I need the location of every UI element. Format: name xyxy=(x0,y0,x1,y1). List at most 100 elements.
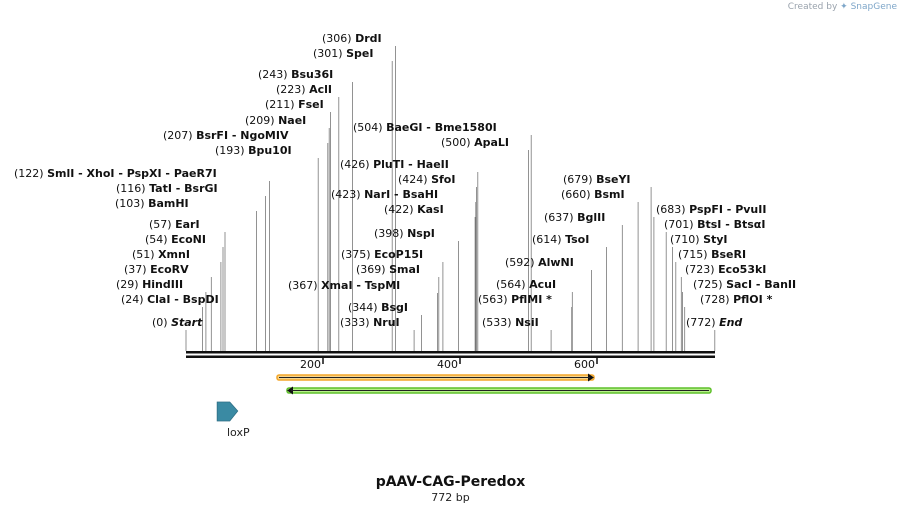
site-label-econi[interactable]: (54) EcoNI xyxy=(145,233,206,246)
site-label-styi[interactable]: (710) StyI xyxy=(670,233,728,246)
site-position: (723) xyxy=(685,263,718,276)
site-label-bsrfi[interactable]: (207) BsrFI - NgoMIV xyxy=(163,129,289,142)
site-position: (207) xyxy=(163,129,196,142)
site-label-bsgi[interactable]: (344) BsgI xyxy=(348,301,408,314)
site-label-naei[interactable]: (209) NaeI xyxy=(245,114,306,127)
site-position: (398) xyxy=(374,227,407,240)
features xyxy=(216,373,712,422)
site-name: Bpu10I xyxy=(248,144,292,157)
site-label-saci[interactable]: (725) SacI - BanII xyxy=(693,278,796,291)
site-label-ecop15i[interactable]: (375) EcoP15I xyxy=(341,248,423,261)
site-label-spei[interactable]: (301) SpeI xyxy=(313,47,373,60)
site-label-end[interactable]: (772) End xyxy=(686,316,742,329)
site-label-tati[interactable]: (116) TatI - BsrGI xyxy=(116,182,218,195)
site-position: (563) xyxy=(478,293,511,306)
site-name: End xyxy=(719,316,742,329)
feature-label-loxp[interactable]: loxP xyxy=(227,426,250,439)
site-label-nsii[interactable]: (533) NsiI xyxy=(482,316,539,329)
site-label-smai[interactable]: (369) SmaI xyxy=(356,263,420,276)
tick-label: 400 xyxy=(437,358,458,371)
site-label-nspi[interactable]: (398) NspI xyxy=(374,227,435,240)
site-position: (660) xyxy=(561,188,594,201)
site-label-bseri[interactable]: (715) BseRI xyxy=(678,248,746,261)
reverse-arrowhead-icon xyxy=(287,386,293,395)
site-name: AclI xyxy=(309,83,332,96)
site-position: (504) xyxy=(353,121,386,134)
site-label-eco53ki[interactable]: (723) Eco53kI xyxy=(685,263,766,276)
site-name: SpeI xyxy=(346,47,373,60)
site-label-pflmi[interactable]: (563) PflMI * xyxy=(478,293,552,306)
site-position: (301) xyxy=(313,47,346,60)
site-label-sfoi[interactable]: (424) SfoI xyxy=(398,173,455,186)
site-labels: (0) Start (24) ClaI - BspDI (29) HindIII (3… xyxy=(14,32,796,329)
site-label-ecorv[interactable]: (37) EcoRV xyxy=(124,263,189,276)
site-label-alwni[interactable]: (592) AlwNI xyxy=(505,256,574,269)
site-label-bamhi[interactable]: (103) BamHI xyxy=(115,197,189,210)
site-label-nrui[interactable]: (333) NruI xyxy=(340,316,400,329)
site-name: PflMI * xyxy=(511,293,552,306)
site-label-bglii[interactable]: (637) BglII xyxy=(544,211,605,224)
snapgene-logo-icon: ✦ xyxy=(840,2,848,12)
site-label-pspfi[interactable]: (683) PspFI - PvuII xyxy=(656,203,766,216)
site-name: Bsu36I xyxy=(291,68,333,81)
site-name: BtsI - BtsαI xyxy=(697,218,765,231)
site-label-smli[interactable]: (122) SmlI - XhoI - PspXI - PaeR7I xyxy=(14,167,217,180)
tick-label: 200 xyxy=(300,358,321,371)
site-label-xmai[interactable]: (367) XmaI - TspMI xyxy=(288,279,400,292)
site-name: ClaI - BspDI xyxy=(147,293,219,306)
site-position: (367) xyxy=(288,279,321,292)
loxp-feature-arrow[interactable] xyxy=(216,401,239,422)
site-name: SfoI xyxy=(431,173,455,186)
site-position: (57) xyxy=(149,218,175,231)
site-label-xmni[interactable]: (51) XmnI xyxy=(132,248,190,261)
site-label-hindiii[interactable]: (29) HindIII xyxy=(116,278,183,291)
site-label-acli[interactable]: (223) AclI xyxy=(276,83,332,96)
site-name: Eco53kI xyxy=(718,263,766,276)
site-label-drdi[interactable]: (306) DrdI xyxy=(322,32,382,45)
site-name: BsmI xyxy=(594,188,625,201)
site-label-baegi[interactable]: (504) BaeGI - Bme1580I xyxy=(353,121,497,134)
site-label-pfloi[interactable]: (728) PflOI * xyxy=(700,293,773,306)
site-position: (344) xyxy=(348,301,381,314)
site-name: SmaI xyxy=(389,263,420,276)
site-name: PflOI * xyxy=(733,293,772,306)
site-position: (211) xyxy=(265,98,298,111)
site-label-nari[interactable]: (423) NarI - BsaHI xyxy=(331,188,438,201)
site-label-eari[interactable]: (57) EarI xyxy=(149,218,200,231)
site-label-bsmi[interactable]: (660) BsmI xyxy=(561,188,625,201)
site-position: (725) xyxy=(693,278,726,291)
site-name: EcoRV xyxy=(150,263,189,276)
site-position: (422) xyxy=(384,203,417,216)
site-position: (533) xyxy=(482,316,515,329)
site-name: XmaI - TspMI xyxy=(321,279,400,292)
site-label-acui[interactable]: (564) AcuI xyxy=(496,278,556,291)
site-label-kasi[interactable]: (422) KasI xyxy=(384,203,444,216)
site-position: (701) xyxy=(664,218,697,231)
site-position: (423) xyxy=(331,188,364,201)
site-name: BamHI xyxy=(148,197,189,210)
site-label-btsi[interactable]: (701) BtsI - BtsαI xyxy=(664,218,765,231)
site-name: XmnI xyxy=(158,248,190,261)
site-label-pluti[interactable]: (426) PluTI - HaeII xyxy=(340,158,449,171)
site-label-apali[interactable]: (500) ApaLI xyxy=(441,136,509,149)
site-label-start[interactable]: (0) Start xyxy=(152,316,203,329)
site-label-bpu10i[interactable]: (193) Bpu10I xyxy=(215,144,292,157)
site-label-bsu36i[interactable]: (243) Bsu36I xyxy=(258,68,333,81)
site-name: BsrFI - NgoMIV xyxy=(196,129,289,142)
site-name: BseYI xyxy=(596,173,630,186)
site-name: EarI xyxy=(175,218,199,231)
site-position: (193) xyxy=(215,144,248,157)
site-position: (679) xyxy=(563,173,596,186)
credit-brand: SnapGene xyxy=(850,2,897,12)
site-label-clai[interactable]: (24) ClaI - BspDI xyxy=(121,293,219,306)
site-name: PluTI - HaeII xyxy=(373,158,449,171)
site-label-fsei[interactable]: (211) FseI xyxy=(265,98,324,111)
site-name: SmlI - XhoI - PspXI - PaeR7I xyxy=(47,167,217,180)
site-label-tsoi[interactable]: (614) TsoI xyxy=(532,233,589,246)
snapgene-credit: Created by ✦ SnapGene xyxy=(788,2,897,12)
map-length: 772 bp xyxy=(431,491,470,504)
site-position: (223) xyxy=(276,83,309,96)
site-name: BsgI xyxy=(381,301,408,314)
site-label-bseyi[interactable]: (679) BseYI xyxy=(563,173,631,186)
